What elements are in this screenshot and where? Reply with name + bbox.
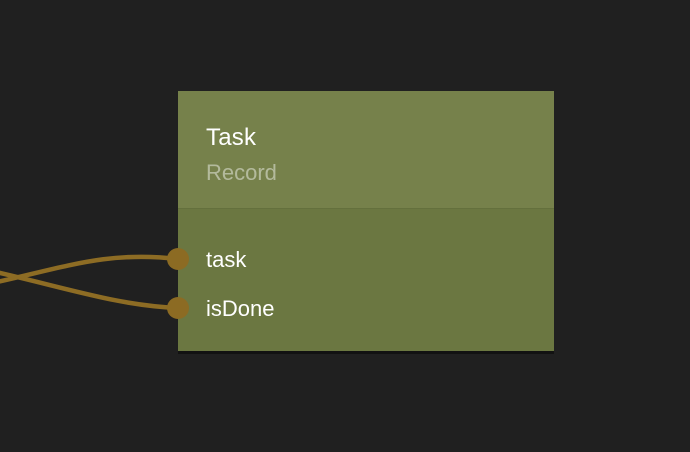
input-port-isdone[interactable] <box>167 297 189 319</box>
connection-wire-task <box>0 254 179 284</box>
connection-wire-isdone <box>0 270 179 311</box>
field-row-task: task <box>178 235 554 284</box>
input-port-task[interactable] <box>167 248 189 270</box>
node-title: Task <box>206 124 257 151</box>
node-type-label: Record <box>206 160 277 186</box>
node-body: task isDone <box>178 208 554 351</box>
task-node[interactable]: Task Record task isDone <box>178 91 554 354</box>
field-row-isdone: isDone <box>178 284 554 333</box>
field-label-task: task <box>206 246 247 272</box>
field-label-isdone: isDone <box>206 295 275 321</box>
node-header[interactable]: Task Record <box>178 91 554 208</box>
